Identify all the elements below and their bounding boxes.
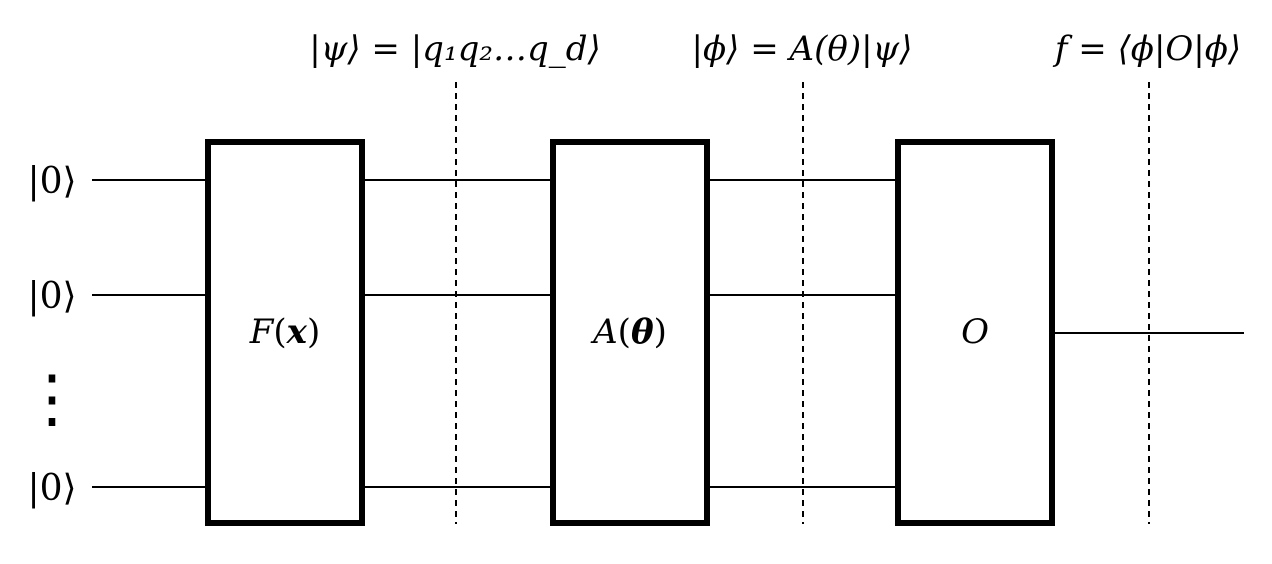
stage-label-f: f = ⟨ϕ|O|ϕ⟩: [1052, 29, 1241, 69]
gate-label-observable: O: [961, 312, 989, 352]
gate-box-observable: [895, 139, 1055, 526]
gate-label-ansatz: A(θ): [590, 312, 667, 352]
stage-label-phi: |ϕ⟩ = A(θ)|ψ⟩: [692, 29, 913, 69]
input-ket-3: |0⟩: [27, 468, 76, 509]
gate-label-part: O: [961, 312, 989, 352]
input-ket-2: |0⟩: [27, 276, 76, 317]
gate-label-part: F: [249, 312, 275, 352]
gate-label-part: ): [654, 312, 667, 352]
gate-box-ansatz: [550, 139, 710, 526]
stage-label-psi: |ψ⟩ = |q₁q₂…q_d⟩: [309, 29, 601, 69]
gate-box-feature-map: [205, 139, 365, 526]
gates: [205, 139, 1055, 526]
vertical-ellipsis: ⋮: [20, 362, 84, 436]
stage-separators: [455, 82, 1150, 524]
gate-label-part: ): [307, 312, 320, 352]
gate-label-part: θ: [631, 312, 654, 352]
gate-label-part: A: [590, 312, 618, 352]
gate-label-feature-map: F(x): [249, 312, 320, 352]
gate-label-part: (: [273, 312, 286, 352]
gate-label-part: x: [286, 312, 308, 352]
input-ket-1: |0⟩: [27, 161, 76, 202]
gate-label-part: (: [618, 312, 631, 352]
